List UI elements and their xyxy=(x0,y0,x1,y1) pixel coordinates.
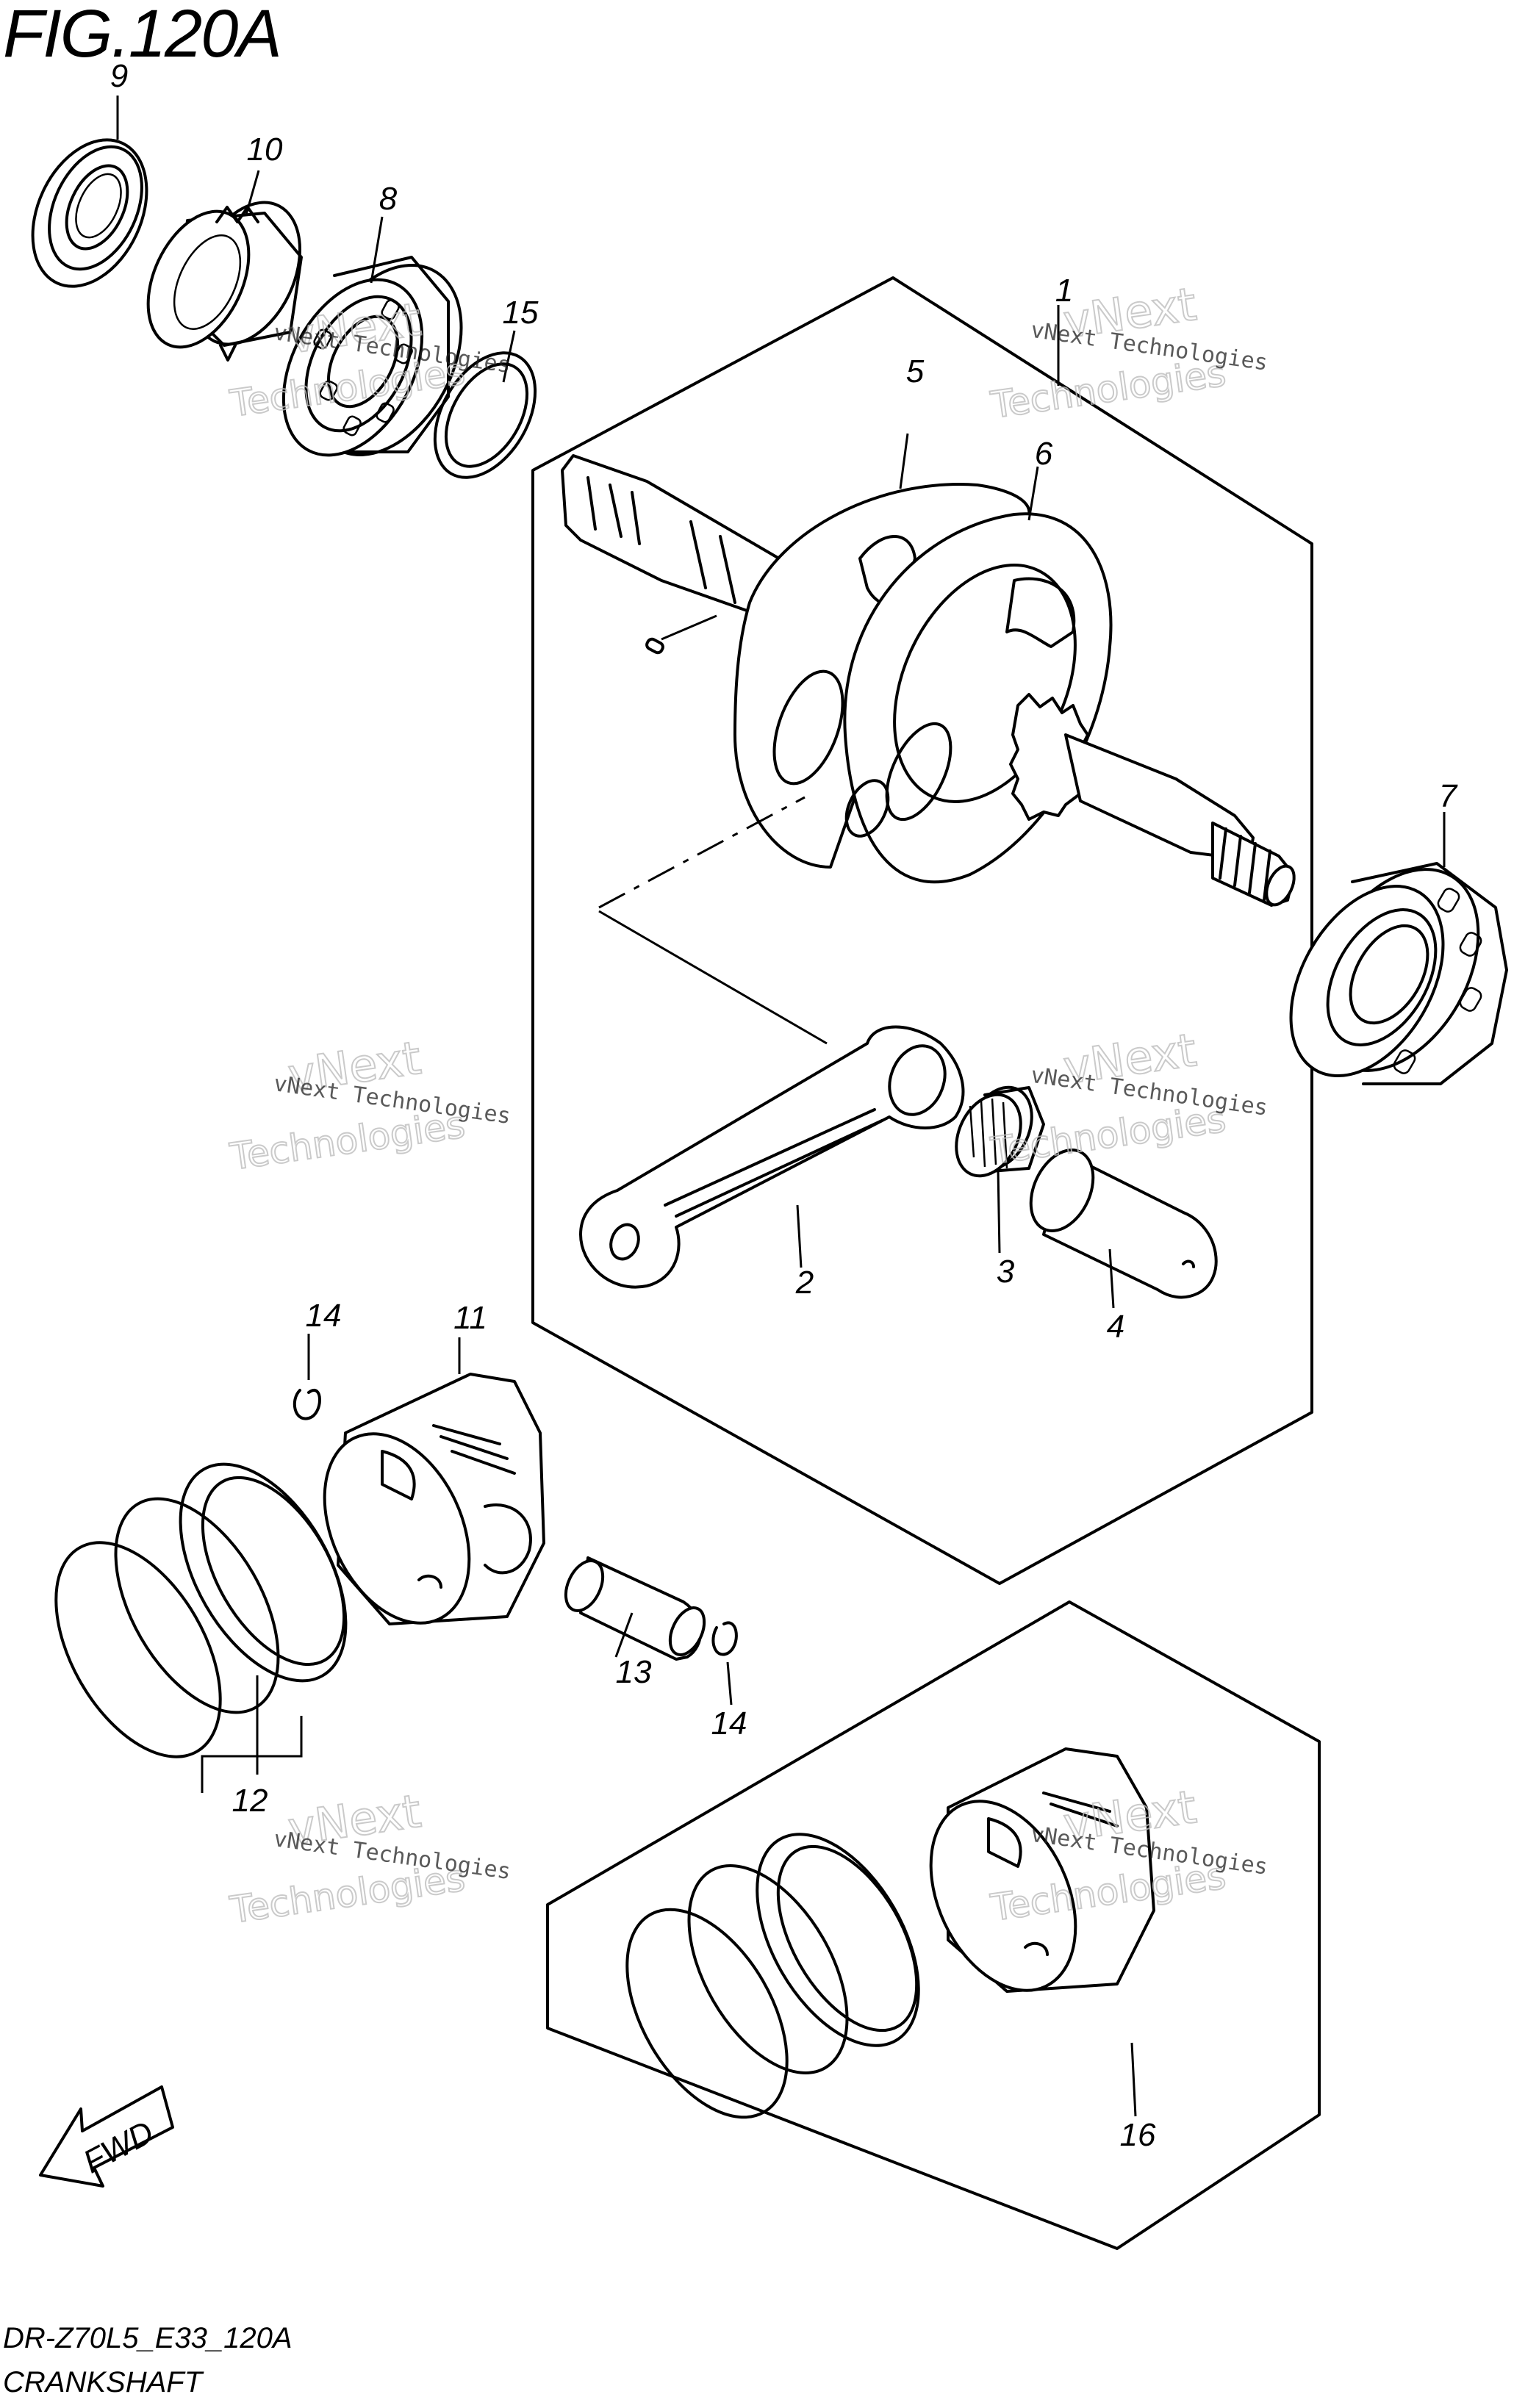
callout-labels: 9 10 8 15 1 5 6 7 2 3 4 14 11 12 13 14 1… xyxy=(110,58,1458,2153)
forward-direction-arrow: FWD xyxy=(39,2085,174,2188)
part-circlip-14b xyxy=(711,1621,738,1656)
figure-name: CRANKSHAFT xyxy=(3,2366,203,2398)
part-oil-seal-9 xyxy=(31,138,148,288)
watermark-3: vNext Technologies vNext Technologies xyxy=(226,1030,512,1179)
callout-leaders xyxy=(116,96,1446,2117)
callout-11: 11 xyxy=(453,1300,487,1336)
part-crank-pin-4 xyxy=(1029,1149,1218,1299)
callout-8: 8 xyxy=(379,181,398,217)
callout-5: 5 xyxy=(906,353,925,389)
callout-1: 1 xyxy=(1055,273,1073,309)
callout-9: 9 xyxy=(110,58,128,94)
part-connecting-rod-2 xyxy=(579,1025,965,1289)
callout-16: 16 xyxy=(1120,2117,1156,2153)
part-piston-pin-13 xyxy=(564,1556,706,1661)
part-spacer-10 xyxy=(146,201,303,362)
part-bearing-7 xyxy=(1289,862,1508,1085)
callout-14-bottom: 14 xyxy=(711,1706,747,1742)
callout-6: 6 xyxy=(1035,436,1053,472)
callout-14-top: 14 xyxy=(306,1298,342,1334)
callout-7: 7 xyxy=(1439,778,1458,814)
callout-13: 13 xyxy=(616,1654,652,1690)
callout-2: 2 xyxy=(795,1265,814,1301)
crankshaft-assembly-outline xyxy=(531,276,1313,1585)
part-piston-set-16 xyxy=(625,1747,1155,2119)
part-crankshaft xyxy=(561,454,1296,907)
callout-3: 3 xyxy=(997,1254,1015,1290)
part-piston-11 xyxy=(323,1373,545,1625)
part-piston-rings-12 xyxy=(54,1462,348,1758)
part-shim-15 xyxy=(433,351,537,479)
callout-10: 10 xyxy=(247,132,283,168)
figure-title: FIG.120A xyxy=(3,0,282,71)
watermark-4: vNext Technologies vNext Technologies xyxy=(987,1022,1269,1174)
piston-set-outline xyxy=(546,1600,1321,2250)
watermark-2: vNext Technologies vNext Technologies xyxy=(987,276,1269,428)
callout-12: 12 xyxy=(232,1783,268,1819)
part-circlip-14a xyxy=(293,1389,321,1420)
part-bearing-8 xyxy=(281,256,463,457)
figure-code: DR-Z70L5_E33_120A xyxy=(3,2322,293,2354)
part-needle-bearing-3 xyxy=(955,1085,1045,1178)
callout-4: 4 xyxy=(1107,1309,1124,1345)
callout-15: 15 xyxy=(503,295,539,331)
watermark-5: vNext Technologies vNext Technologies xyxy=(226,1783,512,1933)
